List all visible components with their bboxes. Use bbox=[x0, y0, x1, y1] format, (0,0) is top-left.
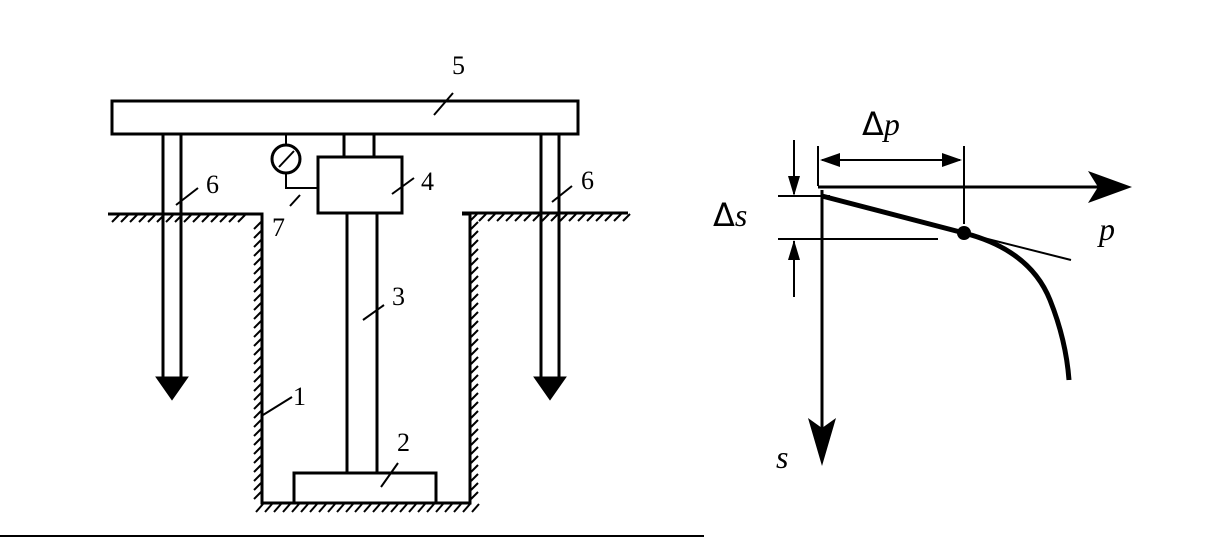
label-plate: 2 bbox=[397, 428, 410, 457]
jack-connector bbox=[342, 132, 376, 159]
load-settlement-diagram: Δp Δs p s bbox=[713, 105, 1132, 475]
label-anchor-left: 6 bbox=[206, 170, 219, 199]
label-delta-p: Δp bbox=[862, 105, 900, 143]
test-pit bbox=[250, 212, 480, 513]
label-pit: 1 bbox=[293, 382, 306, 411]
settlement-curve bbox=[963, 230, 1072, 381]
apparatus-diagram: 5 6 6 4 7 3 1 2 bbox=[108, 51, 631, 513]
p-axis-arrowhead bbox=[1088, 171, 1132, 203]
dial-gauge bbox=[270, 134, 318, 189]
s-axis-arrowhead bbox=[808, 418, 836, 466]
leader-lines bbox=[175, 92, 573, 488]
label-axis-s: s bbox=[776, 439, 788, 475]
ground-surface-right bbox=[462, 211, 631, 222]
anchor-pile-left bbox=[155, 132, 189, 401]
reaction-beam bbox=[110, 99, 580, 136]
label-anchor-right: 6 bbox=[581, 166, 594, 195]
anchor-pile-right bbox=[533, 132, 567, 401]
label-gauge: 7 bbox=[272, 213, 285, 242]
linear-segment bbox=[821, 193, 965, 236]
label-column: 3 bbox=[392, 282, 405, 311]
ground-surface-left bbox=[108, 212, 250, 223]
proportional-limit-point bbox=[957, 226, 971, 240]
label-axis-p: p bbox=[1097, 211, 1115, 247]
loading-column bbox=[345, 211, 379, 475]
label-delta-s: Δs bbox=[713, 196, 747, 234]
label-jack: 4 bbox=[421, 167, 434, 196]
bearing-plate bbox=[292, 471, 438, 505]
hydraulic-jack bbox=[316, 155, 404, 215]
label-beam: 5 bbox=[452, 51, 465, 80]
